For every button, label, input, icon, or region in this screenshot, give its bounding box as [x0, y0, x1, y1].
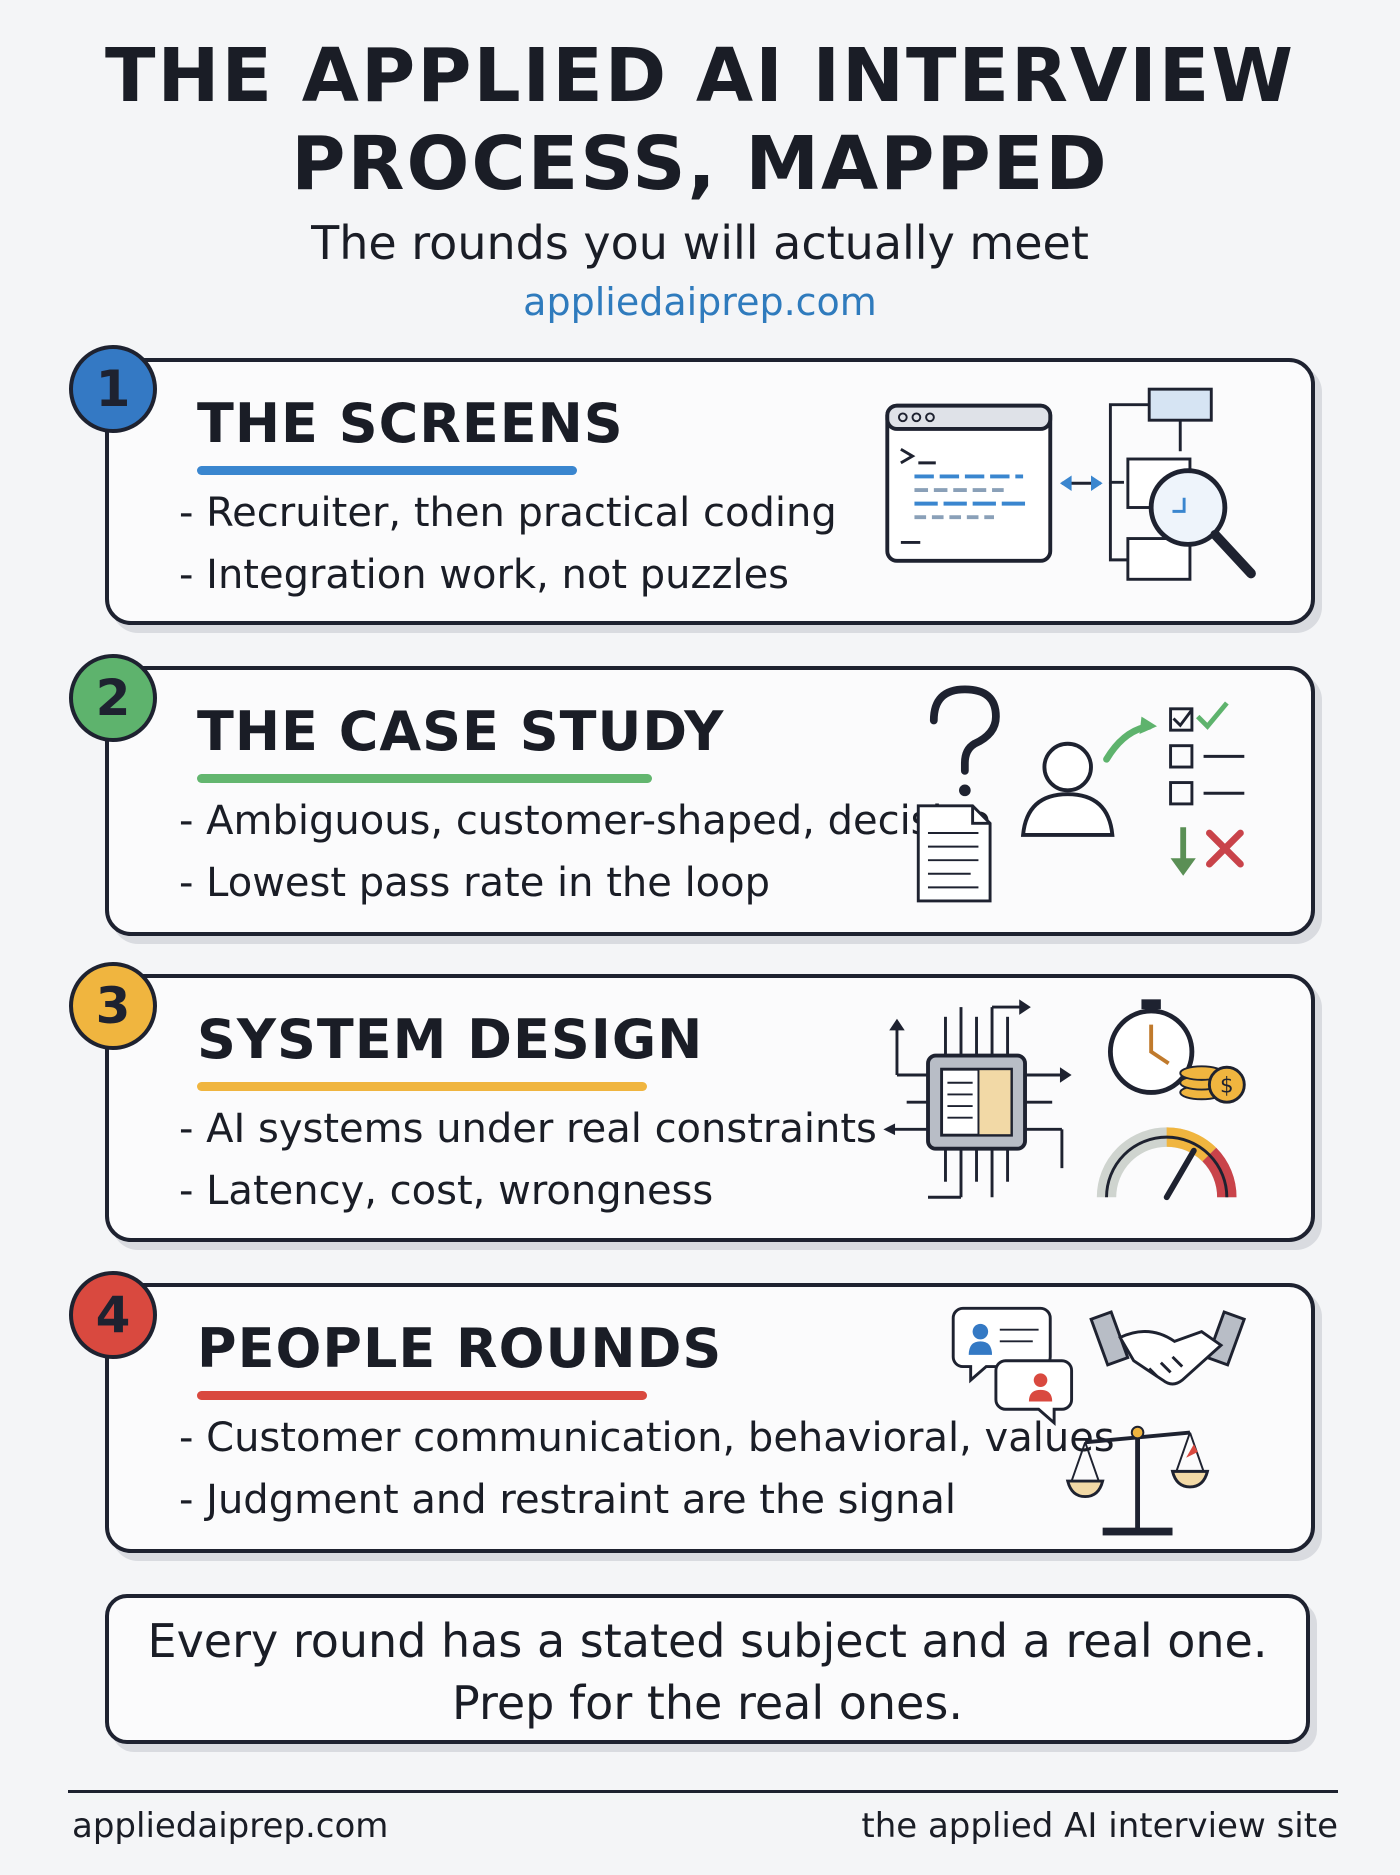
svg-text:$: $	[1220, 1073, 1234, 1098]
round-bullet: - AI systems under real constraints	[179, 1106, 877, 1152]
page-title: THE APPLIED AI INTERVIEW PROCESS, MAPPED	[0, 32, 1400, 208]
title-underline	[197, 1391, 647, 1400]
round-bullet: - Recruiter, then practical coding	[179, 490, 837, 536]
round-title: PEOPLE ROUNDS	[197, 1317, 723, 1380]
closing-callout: Every round has a stated subject and a r…	[105, 1594, 1310, 1744]
person-icon	[1020, 741, 1115, 837]
checklist-icon	[1169, 701, 1245, 806]
title-line-2: PROCESS, MAPPED	[291, 121, 1109, 207]
round-card-screens: THE SCREENS - Recruiter, then practical …	[105, 358, 1315, 625]
subtitle: The rounds you will actually meet	[311, 216, 1089, 270]
system-design-illustration: $	[883, 999, 1246, 1201]
round-card-system-design: SYSTEM DESIGN - AI systems under real co…	[105, 974, 1315, 1242]
round-number-badge-2: 2	[69, 654, 157, 742]
round-card-people-rounds: PEOPLE ROUNDS - Customer communication, …	[105, 1283, 1315, 1553]
handshake-icon	[1089, 1310, 1247, 1386]
screens-illustration	[885, 387, 1256, 581]
x-mark-icon	[1205, 829, 1244, 868]
round-number-badge-3: 3	[69, 962, 157, 1050]
code-editor-icon	[885, 403, 1053, 563]
round-card-case-study: THE CASE STUDY - Ambiguous, customer-sha…	[105, 666, 1315, 936]
document-icon	[916, 804, 992, 903]
title-underline	[197, 774, 652, 783]
footer-divider	[68, 1790, 1338, 1793]
title-underline	[197, 1082, 647, 1091]
footer-url-link[interactable]: appliedaiprep.com	[72, 1806, 389, 1846]
gauge-icon	[1096, 1127, 1237, 1201]
case-study-illustration	[916, 685, 1245, 903]
chat-bubbles-icon	[951, 1306, 1074, 1427]
header-url-link[interactable]: appliedaiprep.com	[523, 280, 877, 324]
round-bullet: - Customer communication, behavioral, va…	[179, 1415, 1115, 1461]
people-rounds-illustration	[951, 1306, 1247, 1536]
closing-line-2: Prep for the real ones.	[452, 1676, 963, 1730]
round-bullet: - Integration work, not puzzles	[179, 552, 790, 598]
round-bullet: - Ambiguous, customer-shaped, decisive	[179, 798, 991, 844]
round-number-badge-1: 1	[69, 345, 157, 433]
question-mark-icon	[929, 685, 1000, 797]
title-line-1: THE APPLIED AI INTERVIEW	[105, 33, 1295, 119]
title-underline	[197, 466, 577, 475]
double-arrow-icon	[1059, 475, 1103, 492]
round-title: SYSTEM DESIGN	[197, 1008, 704, 1071]
closing-line-1: Every round has a stated subject and a r…	[147, 1614, 1268, 1668]
scales-icon	[1065, 1425, 1210, 1536]
round-bullet: - Lowest pass rate in the loop	[179, 860, 771, 906]
round-title: THE CASE STUDY	[197, 700, 725, 763]
chip-icon	[883, 999, 1072, 1199]
flowchart-magnifier-icon	[1108, 387, 1256, 581]
round-bullet: - Judgment and restraint are the signal	[179, 1477, 956, 1523]
round-title: THE SCREENS	[197, 392, 624, 455]
round-bullet: - Latency, cost, wrongness	[179, 1168, 714, 1214]
footer-tagline: the applied AI interview site	[861, 1806, 1338, 1846]
stopwatch-coins-icon: $	[1107, 999, 1246, 1104]
down-arrow-icon	[1170, 827, 1196, 876]
round-number-badge-4: 4	[69, 1271, 157, 1359]
